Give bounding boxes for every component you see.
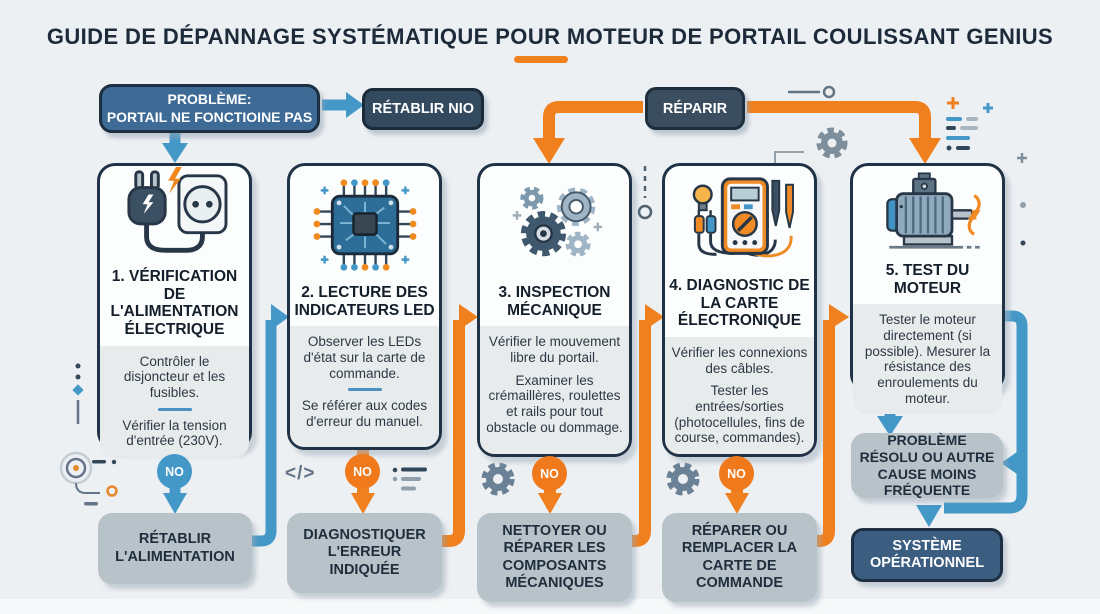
circuit-board-icon [290,166,439,284]
radar-decoration [59,363,118,506]
step-card-1: 1. VÉRIFICATION DE L'ALIMENTATION ÉLECTR… [97,163,252,457]
step-card-5: 5. TEST DU MOTEUR Tester le moteur direc… [850,163,1005,415]
gear-icon [816,127,848,159]
power-plug-icon [100,166,249,268]
step-body-text: Tester le moteur directement (si possibl… [864,312,991,406]
step-title: 3. INSPECTION MÉCANIQUE [498,284,611,319]
dashed-line-decoration [637,166,653,220]
node-line-decoration [774,85,836,167]
problem-line2: PORTAIL NE FONCTIOINE PAS [106,108,313,125]
dashes-decoration [946,97,1027,246]
step-card-2: 2. LECTURE DES INDICATEURS LED Observer … [287,163,442,450]
code-icon: </> [285,463,316,484]
step-title: 4. DIAGNOSTIC DE LA CARTE ÉLECTRONIQUE [669,277,810,330]
step-body: Tester le moteur directement (si possibl… [853,304,1002,415]
step-body-text: Examiner les crémaillères, roulettes et … [486,372,623,435]
result-box-probleme-resolu: PROBLÈME RÉSOLU OU AUTRE CAUSE MOINS FRÉ… [851,432,1003,498]
step-body-text: Contrôler le disjoncteur et les fusibles… [123,353,226,400]
step-body: Vérifier le mouvement libre du portail. … [480,326,629,454]
step-body-text: Tester les entrées/sorties (photocellule… [674,383,805,446]
step-body-text: Vérifier la tension d'entrée (230V). [122,417,227,449]
list-icon [392,467,427,491]
divider [157,407,192,411]
multimeter-icon [665,166,814,277]
step-body-text: Vérifier le mouvement libre du portail. [488,334,621,365]
no-badge: NO [345,454,380,489]
motor-icon [853,166,1002,262]
step-body: Contrôler le disjoncteur et les fusibles… [100,345,249,457]
bottom-band [0,599,1100,614]
step-title: 1. VÉRIFICATION DE L'ALIMENTATION ÉLECTR… [110,268,239,338]
step-body-text: Se référer aux codes d'erreur du manuel. [301,398,428,429]
step-title: 2. LECTURE DES INDICATEURS LED [294,284,435,319]
step-body-text: Vérifier les connexions des câbles. [671,345,808,376]
title-underline [514,56,568,63]
action-box-diagnostiquer-erreur: DIAGNOSTIQUER L'ERREUR INDIQUÉE [287,513,442,593]
page-title: GUIDE DE DÉPANNAGE SYSTÉMATIQUE POUR MOT… [46,24,1054,49]
reparir-box: RÉPARIR [645,87,745,130]
problem-line1: PROBLÈME: [167,91,252,107]
step-card-4: 4. DIAGNOSTIC DE LA CARTE ÉLECTRONIQUE V… [662,163,817,457]
gears-icon [480,166,629,284]
divider [347,388,382,392]
action-box-reparer-carte: RÉPARER OU REMPLACER LA CARTE DE COMMAND… [662,513,817,602]
no-badge: NO [719,456,754,491]
gear-icon [666,462,700,496]
step-title: 5. TEST DU MOTEUR [885,262,970,297]
action-box-nettoyer-composants: NETTOYER OU RÉPARER LES COMPOSANTS MÉCAN… [477,513,632,602]
step-card-3: 3. INSPECTION MÉCANIQUE Vérifier le mouv… [477,163,632,457]
no-badge: NO [532,456,567,491]
step-body: Vérifier les connexions des câbles. Test… [665,337,814,454]
step-body: Observer les LEDs d'état sur la carte de… [290,326,439,447]
no-badge: NO [157,454,192,489]
step-body-text: Observer les LEDs d'état sur la carte de… [303,334,426,381]
result-box-systeme-operationnel: SYSTÈME OPÉRATIONNEL [851,528,1003,582]
gear-icon [481,462,515,496]
retablir-nio-box: RÉTABLIR NIO [362,88,484,130]
problem-box: PROBLÈME: PORTAIL NE FONCTIOINE PAS [99,84,320,133]
action-box-retablir-alimentation: RÉTABLIR L'ALIMENTATION [98,513,252,584]
